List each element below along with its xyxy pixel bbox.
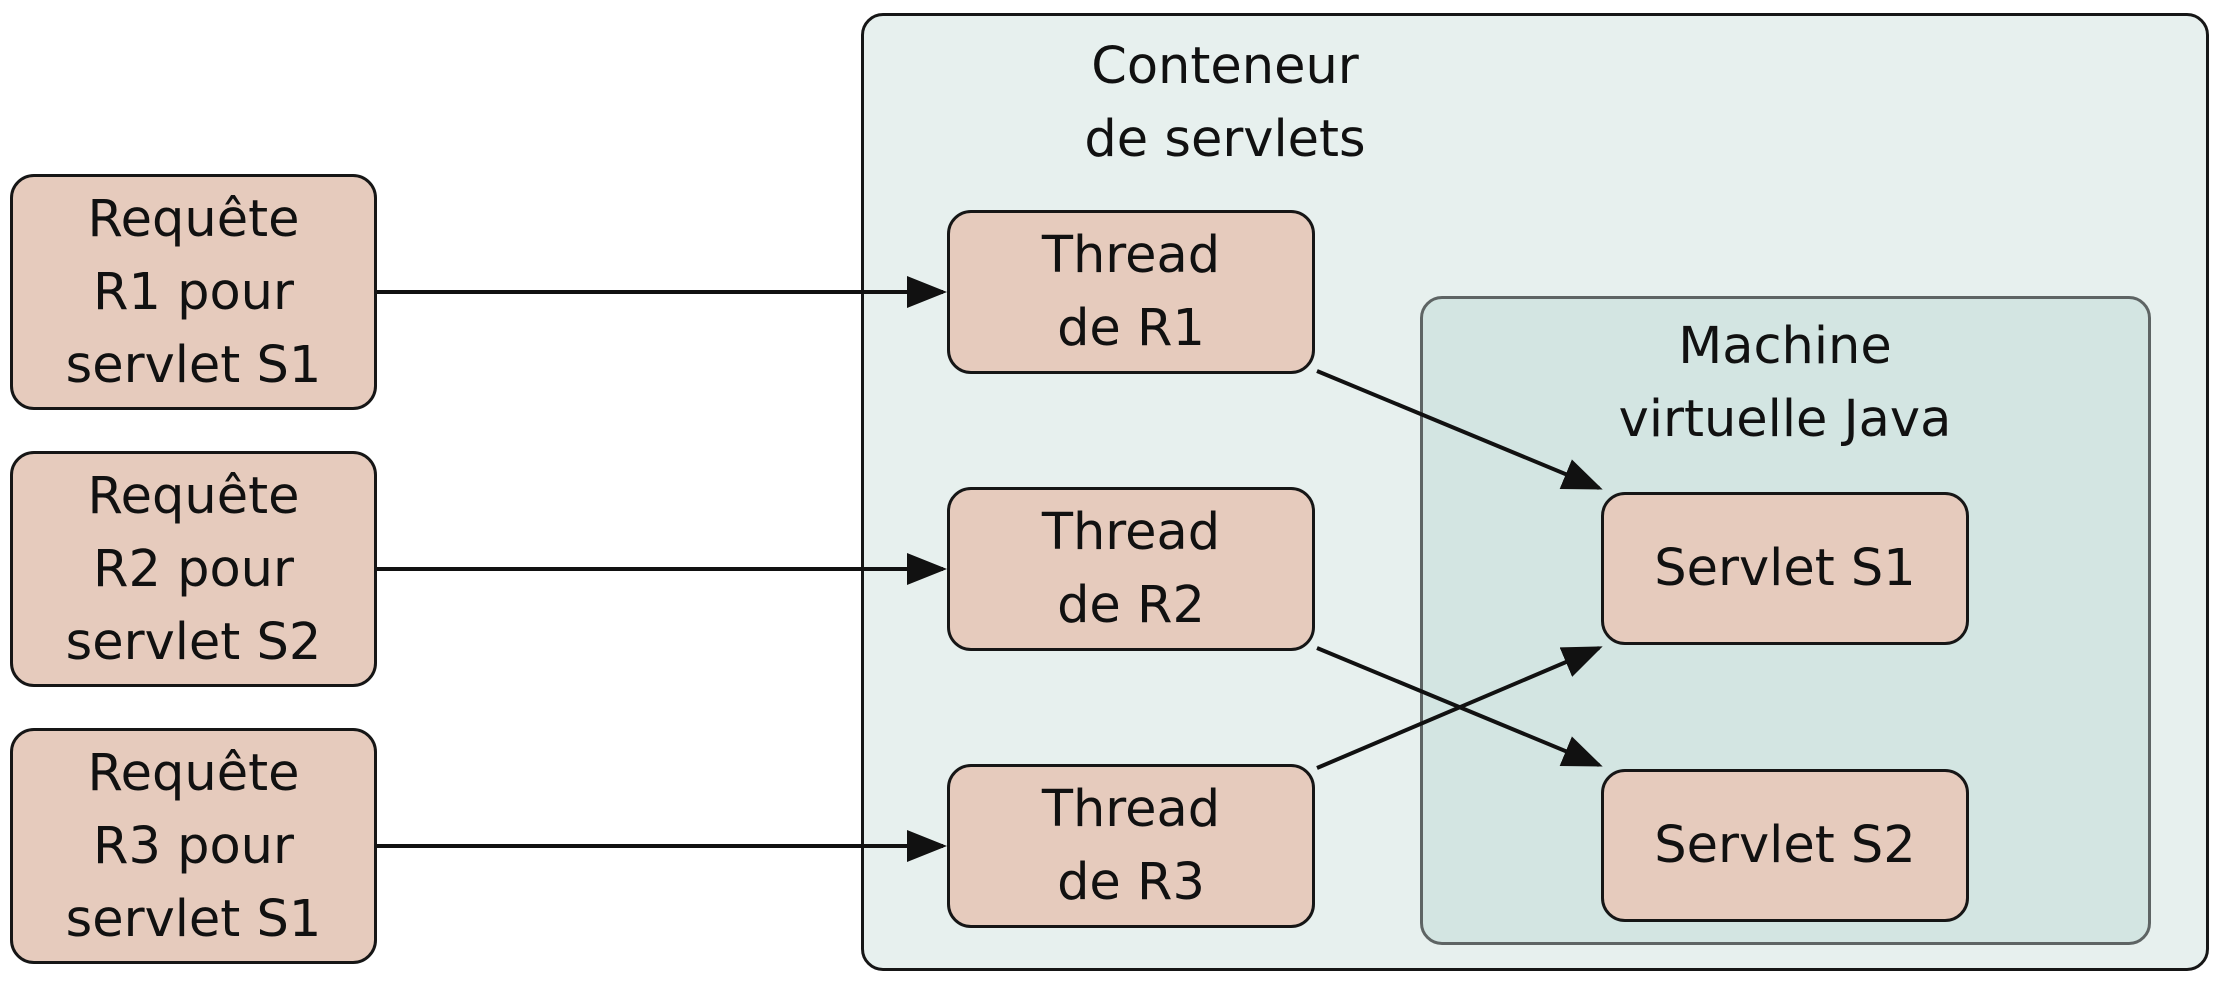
thread-r1-node: Thread de R1 xyxy=(947,210,1315,374)
request-r1-node: Requête R1 pour servlet S1 xyxy=(10,174,377,410)
thread-r2-node: Thread de R2 xyxy=(947,487,1315,651)
jvm-title: Machine virtuelle Java xyxy=(1618,317,1952,449)
request-r2-node: Requête R2 pour servlet S2 xyxy=(10,451,377,687)
servlet-s2-node: Servlet S2 xyxy=(1601,769,1969,922)
thread-r3-node: Thread de R3 xyxy=(947,764,1315,928)
servlet-container-title: Conteneur de servlets xyxy=(1084,37,1366,169)
request-r3-node: Requête R3 pour servlet S1 xyxy=(10,728,377,964)
servlet-s1-node: Servlet S1 xyxy=(1601,492,1969,645)
